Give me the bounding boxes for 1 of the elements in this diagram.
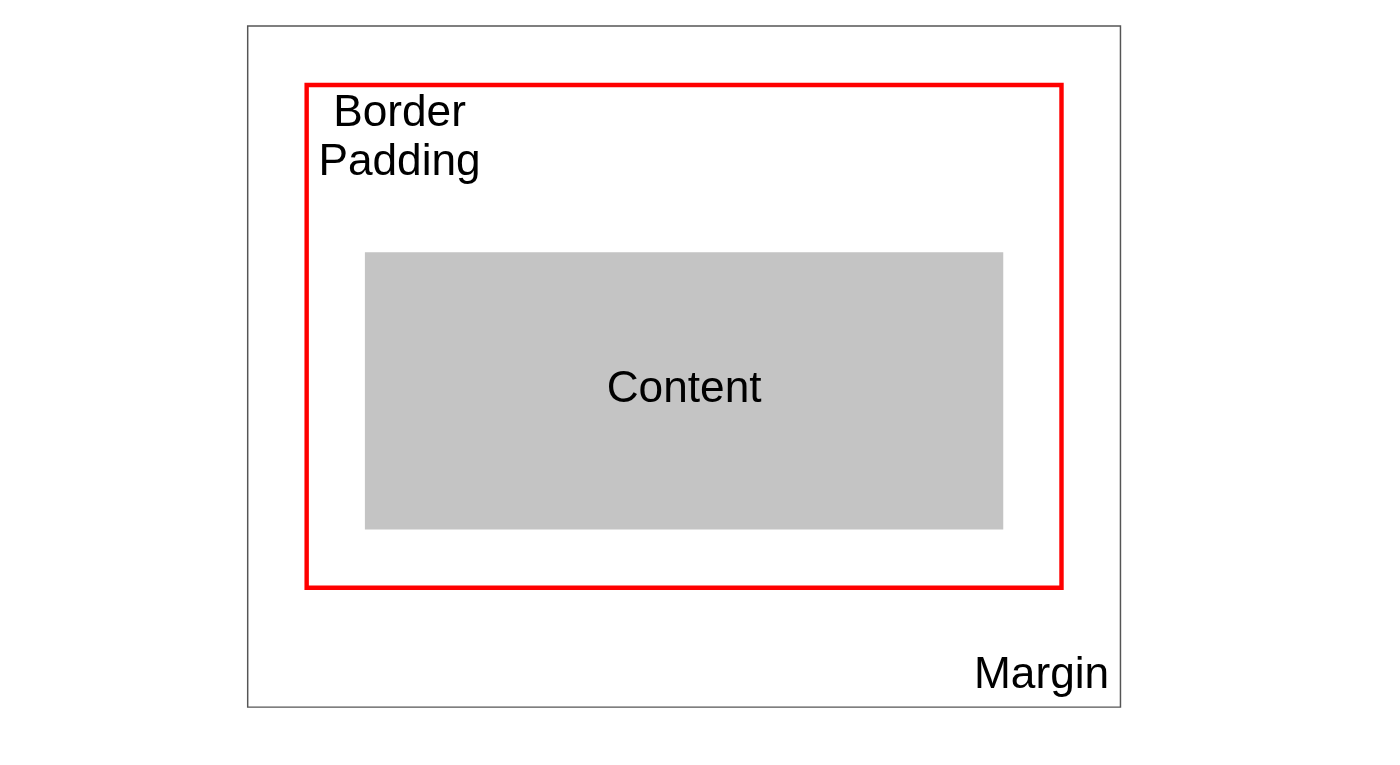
node-box: Content — [364, 252, 1004, 530]
